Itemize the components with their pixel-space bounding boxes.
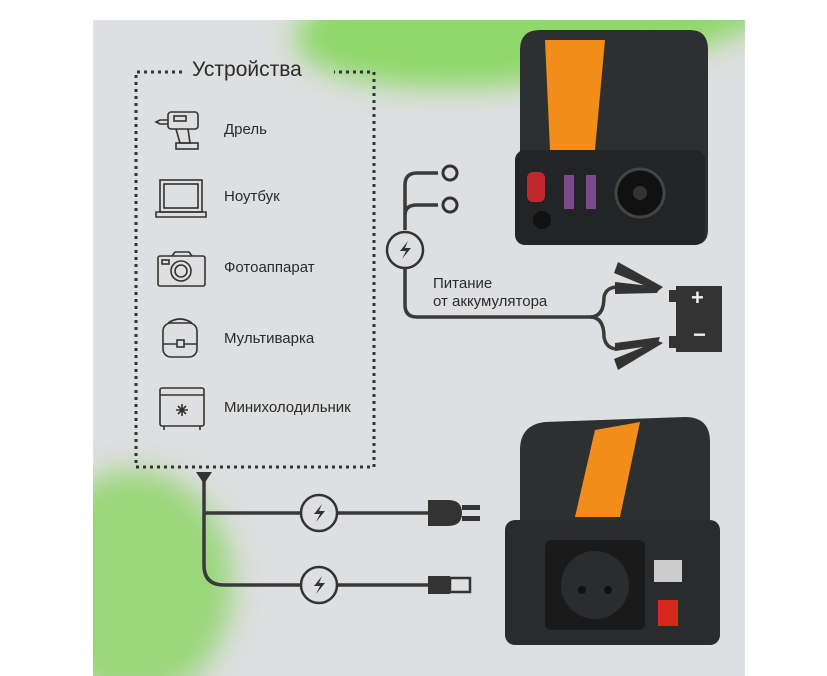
laptop-icon xyxy=(155,179,207,218)
device-label-drill: Дрель xyxy=(224,121,267,138)
battery-label-line2: от аккумулятора xyxy=(433,293,548,310)
power-circle-icon xyxy=(299,493,339,533)
ac-plug-icon xyxy=(428,500,480,526)
battery-power-label: Питание от аккумулятора xyxy=(433,275,547,311)
devices-title: Устройства xyxy=(192,58,302,81)
inverter-image-top xyxy=(515,30,708,245)
power-circle-icon xyxy=(299,565,339,605)
alligator-clip-icon xyxy=(614,337,663,370)
device-label-fridge: Минихолодильник xyxy=(224,399,351,416)
camera-icon xyxy=(157,251,206,287)
usb-plug-icon xyxy=(428,576,472,594)
battery-icon xyxy=(669,286,722,352)
ring-terminal-icon xyxy=(441,196,459,214)
multicooker-icon xyxy=(162,318,198,358)
power-circle-icon xyxy=(385,230,425,270)
mini-fridge-icon xyxy=(159,387,205,430)
inverter-image-bottom xyxy=(505,417,720,645)
device-label-laptop: Ноутбук xyxy=(224,188,280,205)
device-label-camera: Фотоаппарат xyxy=(224,259,315,276)
battery-minus: − xyxy=(693,322,706,347)
ring-terminal-icon xyxy=(441,164,459,182)
devices-box xyxy=(134,70,376,469)
device-label-multicooker: Мультиварка xyxy=(224,330,315,347)
battery-plus: + xyxy=(691,285,704,310)
battery-label-line1: Питание xyxy=(433,275,493,292)
alligator-clip-icon xyxy=(614,262,663,294)
drill-icon xyxy=(154,111,199,150)
